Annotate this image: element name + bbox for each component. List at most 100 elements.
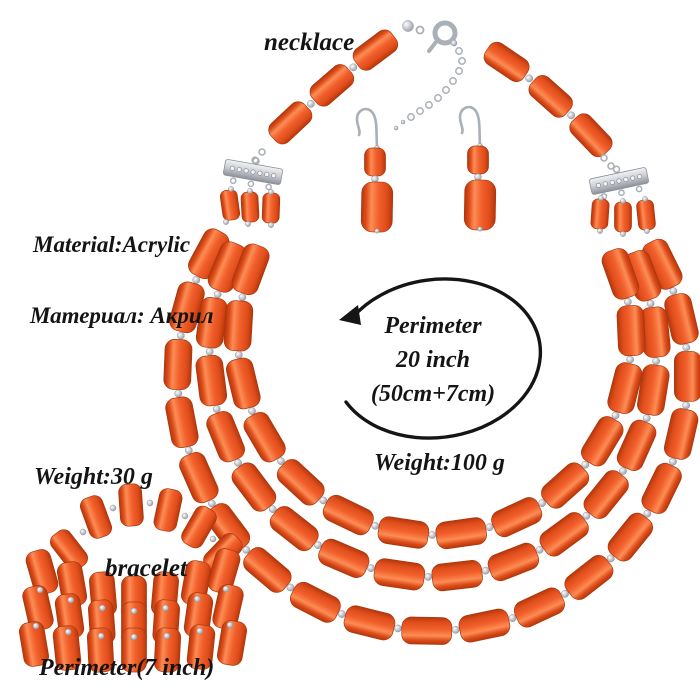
bead: [637, 364, 670, 416]
bead: [153, 627, 182, 673]
multistrand-connector: [223, 156, 283, 191]
spacer-bead: [485, 523, 494, 532]
spacer-bead: [371, 521, 380, 530]
spacer-bead: [525, 74, 534, 83]
necklace-label: necklace: [264, 29, 355, 56]
spacer-bead: [162, 604, 169, 612]
bead: [487, 542, 540, 582]
bead: [483, 41, 530, 82]
multistrand-connector: [589, 165, 649, 200]
spacer-bead: [371, 175, 379, 183]
spacer-bead: [626, 355, 634, 364]
spacer-bead: [222, 585, 230, 593]
spacer-bead: [581, 460, 590, 469]
spacer-bead: [223, 219, 229, 225]
spacer-bead: [212, 405, 221, 413]
chain-link: [458, 57, 466, 65]
lobster-clasp: [432, 20, 458, 46]
bead: [163, 339, 193, 390]
spacer-bead: [247, 188, 253, 194]
bead: [373, 558, 426, 591]
spacer-bead: [642, 196, 648, 202]
bead: [360, 181, 394, 233]
connector-stud: [271, 173, 277, 179]
bead: [616, 419, 657, 471]
bead: [581, 416, 624, 467]
bead: [219, 189, 241, 221]
bead: [435, 517, 487, 550]
spacer-bead: [477, 226, 483, 232]
bead: [663, 408, 699, 460]
spacer-bead: [642, 414, 651, 423]
spacer-bead: [234, 458, 242, 467]
chain-link: [455, 67, 463, 75]
bead: [431, 560, 483, 592]
spacer-bead: [109, 504, 117, 512]
bead: [309, 64, 355, 107]
bead: [616, 305, 646, 357]
bead: [217, 620, 247, 666]
spacer-bead: [242, 546, 251, 554]
spacer-bead: [268, 505, 277, 513]
bead: [269, 506, 319, 552]
clasp-hook: [427, 40, 438, 53]
bead: [636, 199, 656, 231]
chain-link: [258, 148, 266, 156]
spacer-bead: [424, 573, 433, 581]
connector-stud: [630, 175, 636, 181]
perimeter-annotation: [339, 277, 543, 440]
chain-link: [415, 25, 425, 35]
chain-link: [600, 154, 608, 162]
connector-stud: [637, 174, 643, 180]
bead: [195, 354, 228, 407]
perimeter-line2: 20 inch: [395, 347, 470, 373]
spacer-bead: [248, 407, 256, 415]
bead: [401, 616, 453, 645]
connector-stud: [595, 182, 601, 188]
bead: [276, 459, 325, 506]
bead: [50, 529, 88, 571]
bead: [467, 145, 489, 175]
bead: [528, 75, 573, 118]
spacer-bead: [319, 496, 328, 505]
bead: [607, 512, 654, 562]
bead: [674, 351, 700, 402]
spacer-bead: [620, 231, 626, 237]
bead: [86, 627, 115, 673]
connector-stud: [250, 169, 256, 175]
chain-link: [442, 86, 450, 94]
spacer-bead: [184, 446, 193, 455]
spacer-bead: [606, 554, 615, 563]
spacer-bead: [451, 625, 460, 634]
spacer-bead: [205, 347, 214, 356]
chain-link: [251, 156, 259, 164]
bead: [240, 191, 260, 223]
spacer-bead: [349, 63, 358, 72]
bead: [352, 29, 399, 71]
bead: [664, 293, 699, 345]
bead: [569, 113, 613, 158]
spacer-bead: [194, 595, 201, 603]
spacer-bead: [393, 125, 399, 131]
bead: [601, 248, 640, 300]
ear-hook: [458, 105, 482, 147]
bead: [463, 179, 497, 231]
spacer-bead: [238, 293, 247, 301]
spacer-bead: [374, 228, 380, 234]
earring-left: [355, 107, 394, 234]
bead: [268, 101, 313, 145]
connector-stud: [602, 181, 608, 187]
earrings: [355, 105, 497, 234]
bracelet-weight-label: Weight:30 g: [34, 464, 153, 490]
bracelet-label: bracelet: [105, 555, 187, 582]
spacer-bead: [428, 531, 437, 539]
bead: [261, 192, 281, 224]
spacer-bead: [538, 499, 546, 507]
spacer-bead: [209, 535, 217, 543]
bead: [186, 624, 216, 670]
bead: [377, 516, 430, 549]
connector-stud: [616, 178, 622, 184]
bead: [25, 549, 59, 595]
